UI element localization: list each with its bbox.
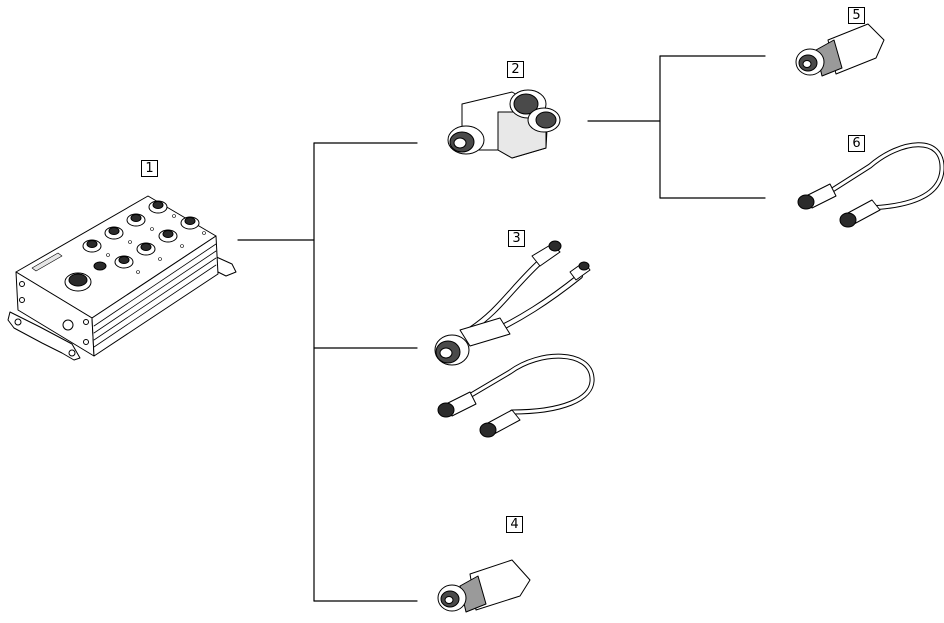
straight-cable-plug-right (479, 409, 521, 438)
m12-port (180, 216, 200, 230)
m12-port (126, 213, 146, 227)
patch-cable-plug-right (839, 199, 881, 228)
straight-cable-plug-left (437, 391, 477, 418)
y-cable (434, 240, 591, 366)
y-cable-plug-upper (531, 240, 562, 267)
y-cable-main-connector (434, 334, 470, 366)
connector-5-face (795, 48, 825, 76)
hub-power-connector (64, 272, 92, 292)
straight-cable (437, 353, 595, 438)
connector-lines (237, 55, 766, 602)
t-adapter (447, 89, 561, 159)
callout-2: 2 (507, 61, 524, 78)
hub-side-face (91, 235, 219, 357)
m12-port (158, 229, 178, 243)
hub-flange-hole-icon (68, 349, 76, 357)
connector-4-face (437, 584, 467, 612)
y-cable-splitter (459, 317, 511, 347)
patch-cable-6 (797, 142, 944, 228)
hub-small-port (93, 261, 107, 271)
hub-label-strip (31, 252, 63, 272)
m12-port (82, 239, 102, 253)
callout-1: 1 (141, 160, 158, 177)
hub-mounting-flange (7, 311, 81, 361)
callout-5: 5 (848, 7, 865, 24)
patch-cable-plug-left (797, 183, 837, 210)
t-adapter-port-right (527, 107, 561, 133)
callout-3: 3 (508, 230, 525, 247)
io-hub-module (7, 195, 237, 361)
patch-cable-wire-inner (824, 143, 944, 210)
m12-port (136, 242, 156, 256)
hub-screw-icon (83, 339, 89, 345)
hub-flange-hole-icon (14, 318, 22, 326)
hub-m12-ports (82, 200, 200, 269)
callout-6: 6 (848, 135, 865, 152)
field-connector-4 (437, 559, 531, 613)
m12-port (148, 200, 168, 214)
hub-ground-icon (62, 319, 74, 331)
field-connector-5 (795, 23, 885, 77)
callout-4: 4 (506, 516, 523, 533)
y-cable-plug-lower (569, 261, 591, 281)
hub-status-leds (106, 214, 206, 274)
m12-port (114, 255, 134, 269)
t-adapter-port-left (447, 125, 485, 155)
hub-screw-icon (83, 319, 89, 325)
hub-cooling-fins (93, 243, 217, 348)
hub-screw-icon (19, 297, 25, 303)
hub-screw-icon (19, 281, 25, 287)
m12-port (104, 226, 124, 240)
straight-cable-wire-inner (464, 354, 594, 414)
